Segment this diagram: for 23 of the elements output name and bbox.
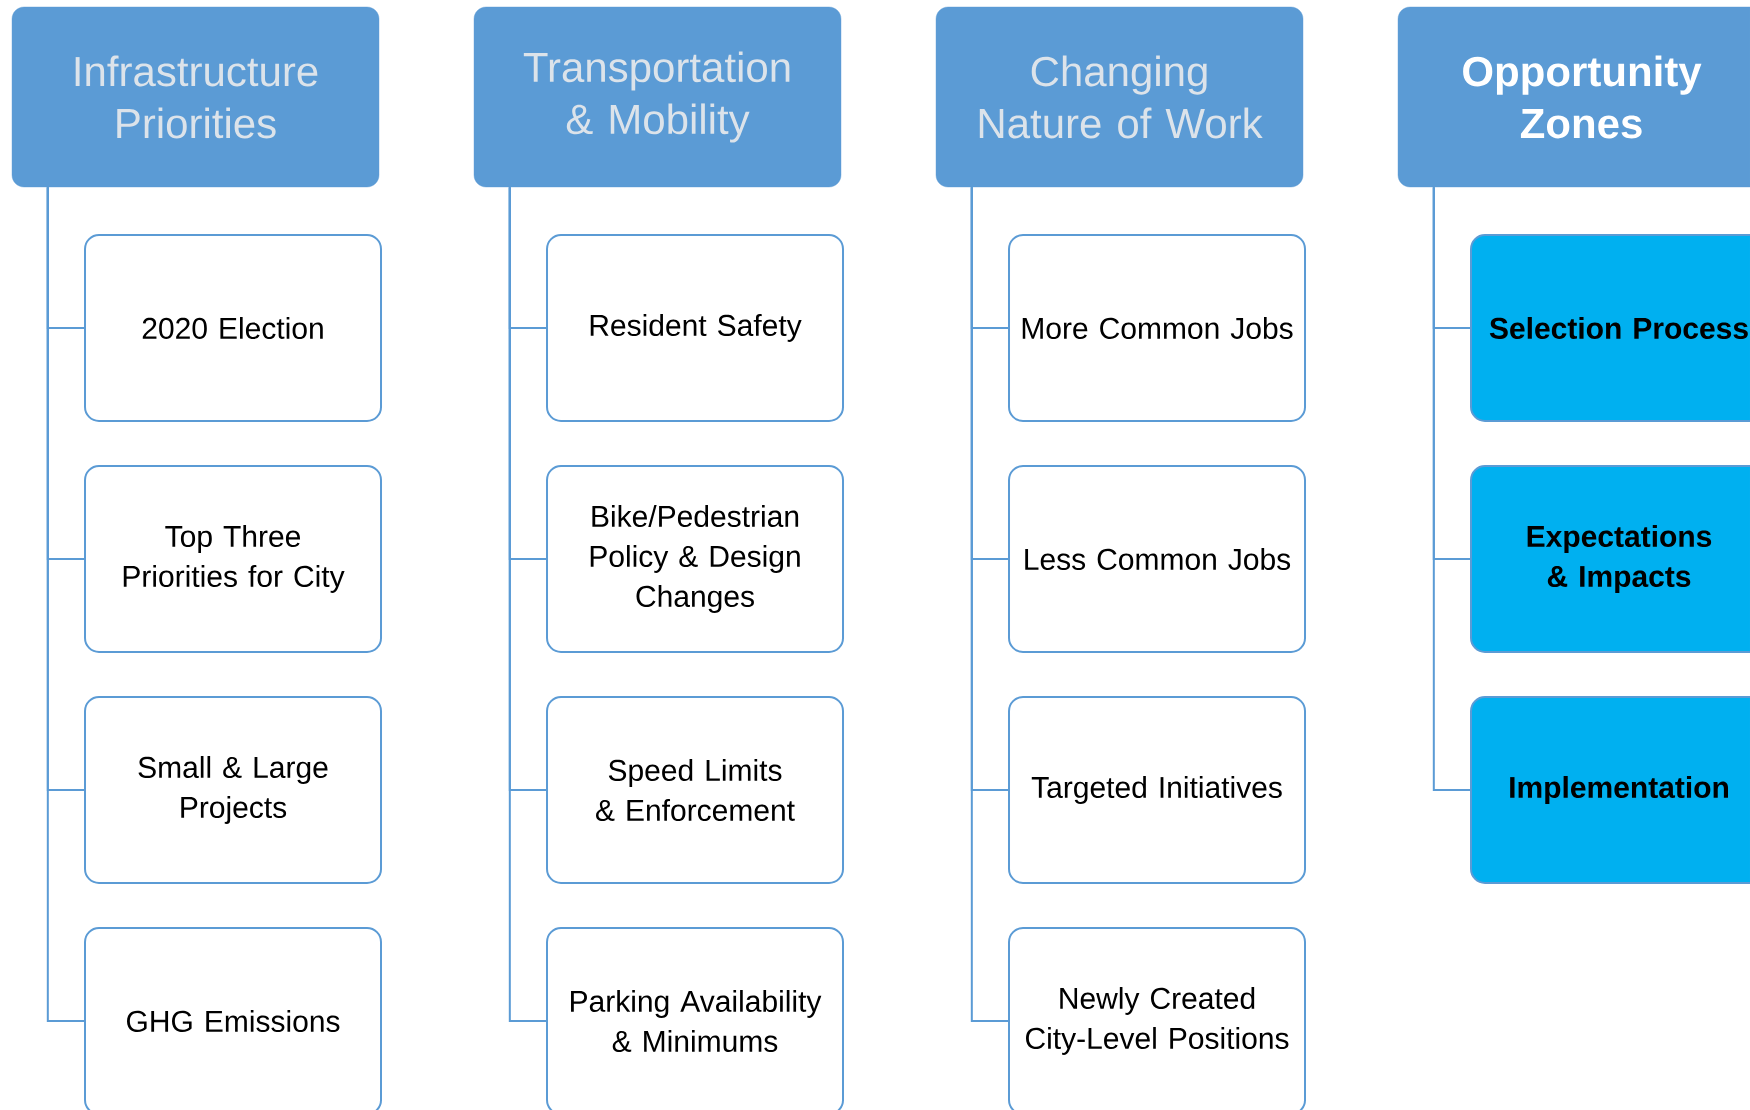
topic-box: GHG Emissions — [84, 927, 382, 1110]
topic-box: Parking Availability & Minimums — [546, 927, 844, 1110]
category-header: Changing Nature of Work — [935, 6, 1304, 188]
topic-box: Implementation — [1470, 696, 1750, 884]
connector-line — [46, 186, 85, 1022]
topic-box: Less Common Jobs — [1008, 465, 1306, 653]
topic-box: Resident Safety — [546, 234, 844, 422]
topic-box: Speed Limits & Enforcement — [546, 696, 844, 884]
connector-line — [508, 186, 547, 1022]
topic-box: More Common Jobs — [1008, 234, 1306, 422]
topic-box: Selection Process — [1470, 234, 1750, 422]
topic-box: Bike/Pedestrian Policy & Design Changes — [546, 465, 844, 653]
topic-box: Newly Created City-Level Positions — [1008, 927, 1306, 1110]
connector-line — [1432, 186, 1471, 791]
connector-line — [970, 186, 1009, 1022]
topic-box: Expectations & Impacts — [1470, 465, 1750, 653]
topic-box: 2020 Election — [84, 234, 382, 422]
category-header: Opportunity Zones — [1397, 6, 1750, 188]
topic-box: Targeted Initiatives — [1008, 696, 1306, 884]
topic-box: Small & Large Projects — [84, 696, 382, 884]
category-header: Infrastructure Priorities — [11, 6, 380, 188]
topic-box: Top Three Priorities for City — [84, 465, 382, 653]
category-header: Transportation & Mobility — [473, 6, 842, 188]
